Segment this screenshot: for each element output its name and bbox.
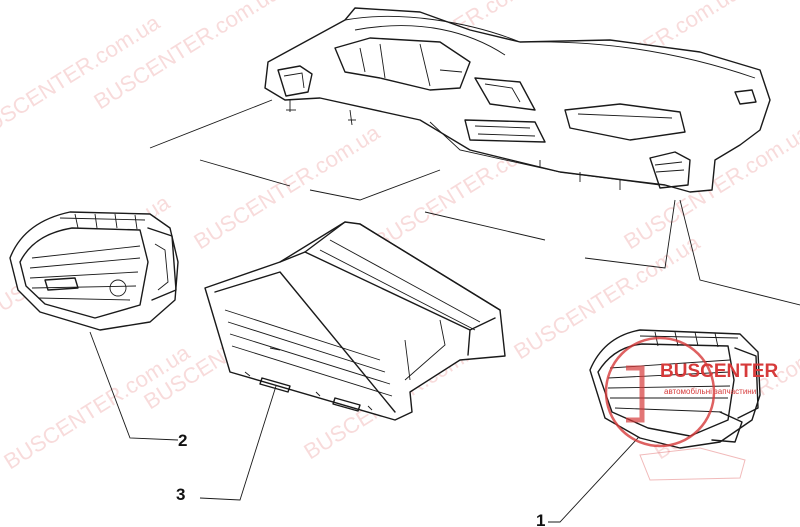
callout-1: 1 [536,511,545,527]
dashboard-illustration [264,7,771,193]
part-2-air-vent [9,211,179,331]
logo-tagline-text: автомобільні запчастини [664,387,756,396]
part-3-centre-duct [204,221,506,421]
callout-2: 2 [178,431,187,450]
buscenter-logo: BUSCENTER автомобільні запчастини [604,336,779,481]
callout-labels: 1 2 3 [176,431,545,527]
logo-brand-text: BUSCENTER [660,361,779,382]
watermark-text: BUSCENTER.com.ua [0,339,195,474]
callout-3: 3 [176,485,185,504]
leader-lines [89,99,800,523]
